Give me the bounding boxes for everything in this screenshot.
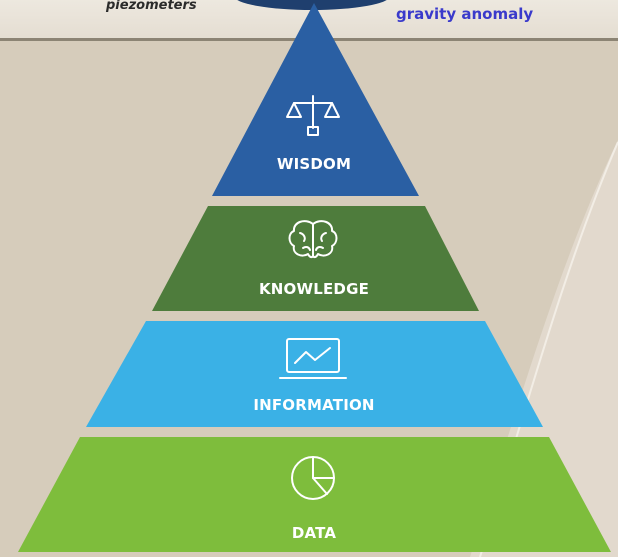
tier-knowledge — [152, 206, 479, 311]
top-oval — [237, 0, 387, 10]
tier-wisdom — [212, 3, 419, 196]
brain-icon — [288, 220, 338, 259]
tier-data-label: DATA — [291, 524, 337, 542]
tier-knowledge-label: KNOWLEDGE — [258, 280, 370, 298]
tier-information — [86, 321, 543, 427]
gravity-anomaly-label: gravity anomaly — [396, 5, 534, 23]
laptop-chart-icon — [279, 338, 347, 379]
tier-data — [18, 437, 611, 552]
tier-wisdom-label: WISDOM — [276, 155, 352, 173]
piezometers-label: piezometers — [106, 0, 197, 13]
tier-information-label: INFORMATION — [253, 396, 375, 414]
scales-icon — [286, 95, 340, 136]
pie-chart-icon — [291, 456, 335, 500]
